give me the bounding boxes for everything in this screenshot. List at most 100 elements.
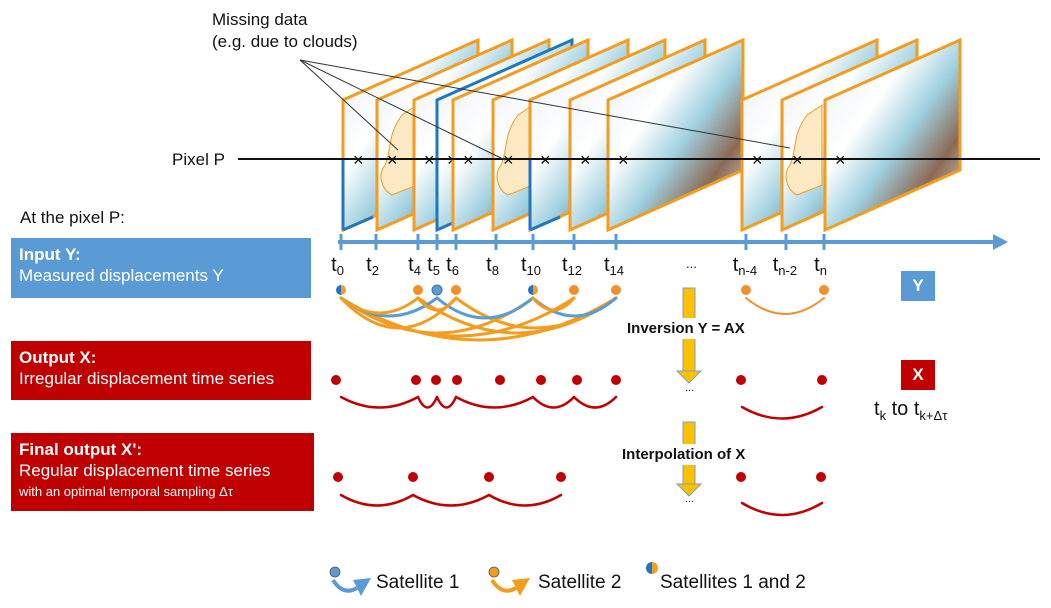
final-x-dot <box>408 472 418 482</box>
output-x-dot <box>431 375 441 385</box>
missing-pointer <box>299 59 506 161</box>
tick-label: tn-4 <box>732 254 758 278</box>
output-x-arc <box>416 395 439 409</box>
input-y-title: Input Y: <box>19 245 81 264</box>
timeline-arrowhead <box>993 234 1008 250</box>
inversion-step-label: Inversion Y = AX <box>625 318 747 339</box>
final-x-dot <box>816 472 826 482</box>
satellite-both-dot-right <box>533 285 538 295</box>
final-x-dot <box>484 472 494 482</box>
final-x-arc <box>740 501 824 517</box>
final-x-dot <box>736 472 746 482</box>
satellite-both-dot-right <box>341 285 346 295</box>
output-x-dot <box>536 375 546 385</box>
tick-label: t14 <box>603 254 625 278</box>
legend-s1-glyph-dot <box>329 566 341 578</box>
output-x-text: Irregular displacement time series <box>19 369 275 388</box>
arc-s2 <box>339 296 420 315</box>
satellite-2-dot <box>741 285 751 295</box>
final-x-arc <box>487 493 563 507</box>
pixel-p-label: Pixel P <box>172 150 225 169</box>
satellite-2-dot <box>451 285 461 295</box>
tick-label: t6 <box>446 254 459 278</box>
tick-label: t8 <box>486 254 499 278</box>
legend-satellite-2: Satellite 2 <box>538 572 622 593</box>
image-frame-edge <box>342 215 374 232</box>
output-x-dot <box>736 375 746 385</box>
cloud-mask <box>496 104 534 196</box>
tick-label: tn <box>814 254 827 278</box>
caption-t: t <box>874 398 880 420</box>
missing-data-label: Missing data <box>212 10 308 29</box>
legend-satellite-1: Satellite 1 <box>376 572 460 593</box>
legend-both-left <box>646 562 652 574</box>
caption-sub-k-dt: k+Δτ <box>919 408 948 423</box>
caption-to: to t <box>886 398 920 420</box>
input-y-box: Input Y: Measured displacements Y <box>11 238 311 298</box>
tick-label: t12 <box>561 254 583 278</box>
output-x-box: Output X: Irregular displacement time se… <box>11 341 311 400</box>
output-x-dot <box>611 375 621 385</box>
y-mini-box: Y <box>901 271 935 301</box>
final-output-subtext: with an optimal temporal sampling Δτ <box>19 484 233 499</box>
output-x-dot <box>452 375 462 385</box>
final-output-title: Final output X': <box>19 440 143 459</box>
output-x-arc <box>454 395 535 409</box>
final-x-arc <box>339 493 415 507</box>
satellite-2-dot <box>611 285 621 295</box>
arc-s2 <box>745 297 825 315</box>
image-frame-edge <box>529 215 561 232</box>
cloud-mask <box>380 104 418 196</box>
legend-s2-glyph-curve <box>490 578 517 593</box>
ellipsis-x: ... <box>685 382 695 394</box>
satellite-2-dot <box>569 285 579 295</box>
legend-s2-glyph-arrowhead <box>512 578 530 596</box>
output-x-arc <box>572 395 618 409</box>
final-output-box: Final output X': Regular displacement ti… <box>11 433 314 511</box>
legend-satellites-both: Satellites 1 and 2 <box>660 572 806 593</box>
legend-s1-glyph-curve <box>331 578 358 593</box>
tick-label: t4 <box>408 254 421 278</box>
missing-data-note: (e.g. due to clouds) <box>212 32 358 51</box>
ellipsis-x-prime: ... <box>685 493 695 505</box>
satellite-1-dot <box>431 284 443 296</box>
timeline-ellipsis: ... <box>686 256 697 271</box>
input-y-text: Measured displacements Y <box>19 266 224 285</box>
output-x-arc <box>531 395 576 409</box>
x-mini-box: X <box>901 360 935 390</box>
image-frame <box>823 37 962 233</box>
at-pixel-label: At the pixel P: <box>20 208 125 227</box>
legend-both-right <box>652 562 658 574</box>
output-x-arc <box>740 405 824 420</box>
missing-pointer <box>299 59 791 149</box>
tick-label: t5 <box>427 254 440 278</box>
tick-label: t10 <box>520 254 542 278</box>
final-output-text: Regular displacement time series <box>19 461 271 480</box>
final-x-arc <box>411 493 491 507</box>
cloud-mask <box>785 104 823 196</box>
satellite-both-dot-left <box>336 285 341 295</box>
x-mini-caption: tk to tk+Δτ <box>874 398 947 423</box>
inversion-arrow-head <box>675 370 703 384</box>
tick-label: tn-2 <box>772 254 798 278</box>
image-frame <box>606 37 745 233</box>
final-x-dot <box>333 472 343 482</box>
output-x-dot <box>572 375 582 385</box>
final-x-dot <box>556 472 566 482</box>
output-x-dot <box>817 375 827 385</box>
output-x-title: Output X: <box>19 348 97 367</box>
tick-label: t0 <box>331 254 344 278</box>
output-x-dot <box>411 375 421 385</box>
legend-s2-glyph-dot <box>488 566 500 578</box>
satellite-2-dot <box>413 285 423 295</box>
output-x-arc <box>339 395 420 409</box>
arc-s2 <box>531 296 576 312</box>
legend-s1-glyph-arrowhead <box>353 578 371 596</box>
satellite-2-dot <box>819 285 829 295</box>
arc-s2 <box>339 296 458 330</box>
arc-s2 <box>416 296 458 312</box>
output-x-dot <box>495 375 505 385</box>
output-x-dot <box>331 375 341 385</box>
caption-sub-k: k <box>879 408 887 423</box>
